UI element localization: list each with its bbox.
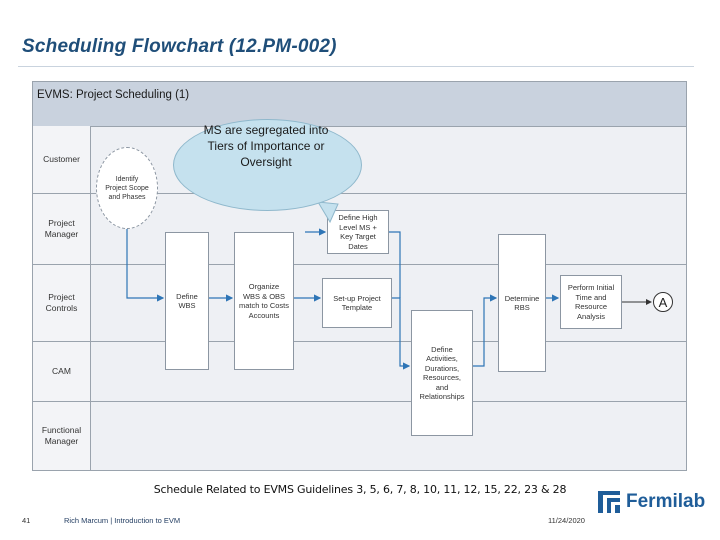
task-define-activities: Define Activities, Durations, Resources,… [411, 310, 473, 436]
arrow-activities-to-rbs [473, 294, 498, 367]
lane-label: CAM [33, 342, 91, 401]
arrow-start-to-wbs [126, 229, 165, 302]
task-define-milestones: Define High Level MS + Key Target Dates [327, 210, 389, 254]
lane-label: Project Manager [33, 194, 91, 264]
fermilab-logo: Fermilab [598, 490, 710, 514]
flowchart-header: EVMS: Project Scheduling (1) [33, 82, 686, 127]
lane-functional-manager: Functional Manager [33, 402, 686, 470]
callout-text: MS are segregated into Tiers of Importan… [203, 123, 329, 169]
task-perform-analysis: Perform Initial Time and Resource Analys… [560, 275, 622, 329]
flowchart-title: EVMS: Project Scheduling (1) [37, 89, 190, 101]
callout-pointer [317, 201, 339, 224]
task-setup-template: Set-up Project Template [322, 278, 392, 328]
lane-label: Project Controls [33, 265, 91, 341]
arrow-milestones-down [389, 231, 401, 298]
fermilab-logo-icon [598, 491, 620, 513]
footer-date: 11/24/2020 [548, 516, 585, 525]
title-divider [18, 66, 694, 67]
guidelines-caption: Schedule Related to EVMS Guidelines 3, 5… [153, 483, 567, 496]
lane-project-manager: Project Manager [33, 194, 686, 265]
task-organize-wbs-obs: Organize WBS & OBS match to Costs Accoun… [234, 232, 294, 370]
task-define-wbs: Define WBS [165, 232, 209, 370]
lane-project-controls: Project Controls [33, 265, 686, 342]
offpage-connector: A [653, 292, 673, 312]
fermilab-logo-text: Fermilab [626, 491, 706, 512]
lane-label: Functional Manager [33, 402, 91, 470]
footer-author: Rich Marcum | Introduction to EVM [64, 516, 181, 525]
slide-title: Scheduling Flowchart (12.PM-002) [22, 36, 337, 57]
page-number: 41 [22, 516, 31, 525]
lane-cam: CAM [33, 342, 686, 402]
callout-bubble [173, 119, 362, 211]
arrow-template-to-activities [392, 297, 411, 370]
start-identify-scope: Identify Project Scope and Phases [96, 147, 158, 229]
lane-label: Customer [33, 126, 91, 193]
lane-customer: Customer [33, 126, 686, 194]
task-determine-rbs: Determine RBS [498, 234, 546, 372]
